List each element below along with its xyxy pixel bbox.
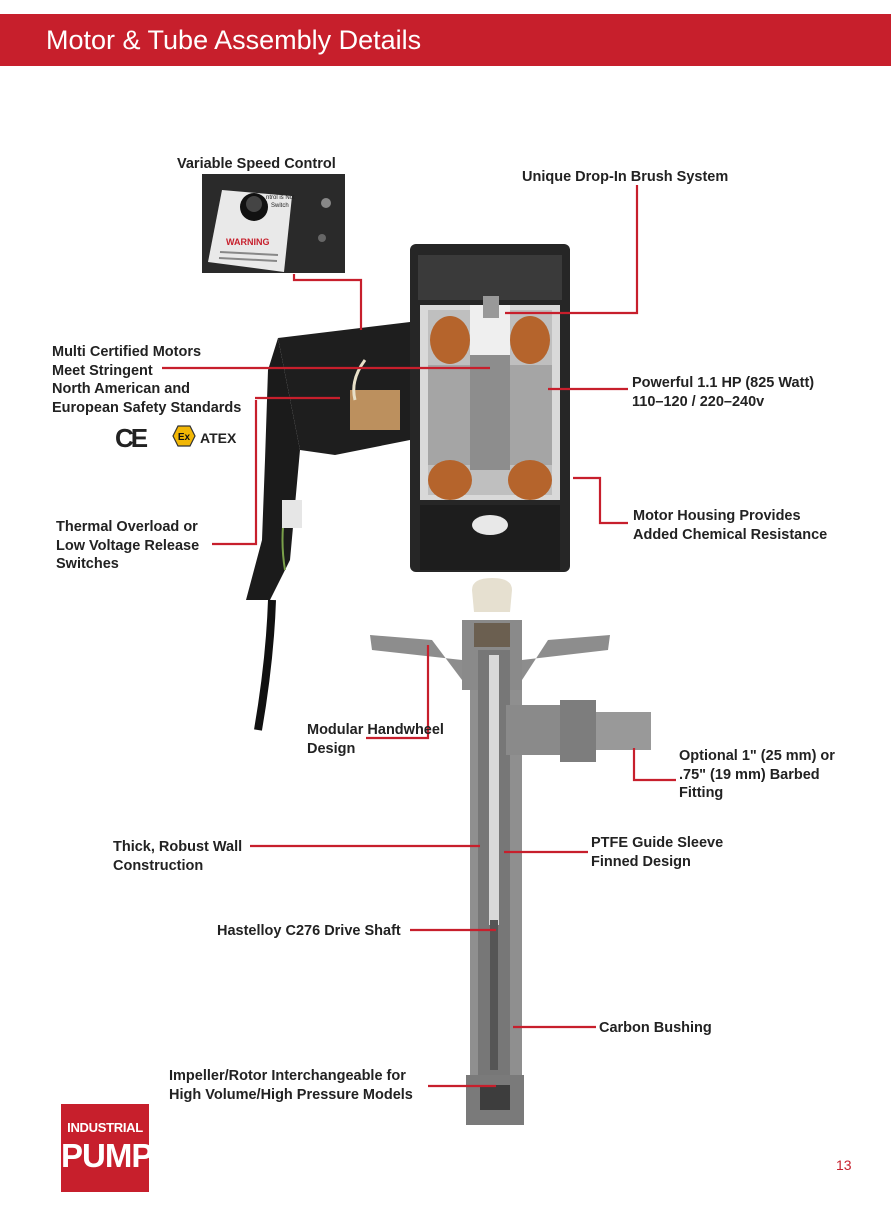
motor-housing — [278, 244, 570, 572]
label-line: Construction — [113, 857, 204, 874]
label-power: Powerful 1.1 HP (825 Watt) 110–120 / 220… — [632, 374, 814, 411]
label-line: Modular Handwheel — [307, 722, 444, 738]
label-barbed: Optional 1" (25 mm) or .75" (19 mm) Barb… — [679, 747, 835, 803]
panel-warning-text: WARNING — [226, 237, 270, 247]
label-line: Meet Stringent — [52, 362, 153, 379]
label-line: Design — [307, 740, 356, 757]
label-carbon: Carbon Bushing — [599, 1020, 712, 1036]
label-housing: Motor Housing Provides Added Chemical Re… — [633, 507, 827, 544]
leader-lines — [162, 185, 676, 1088]
label-line: Switches — [56, 556, 119, 572]
ex-mark-text: Ex — [178, 432, 191, 443]
label-line: Impeller/Rotor Interchangeable for — [169, 1068, 406, 1084]
logo-line1: INDUSTRIAL — [67, 1120, 143, 1135]
leader-speed-control — [292, 274, 363, 330]
tube-assembly — [370, 578, 651, 1125]
speed-control-panel-image: ntrol is Not Switch WARNING — [202, 174, 345, 273]
label-line: North American and — [52, 381, 191, 397]
label-ptfe: PTFE Guide Sleeve Finned Design — [591, 834, 723, 871]
label-line: Finned Design — [591, 853, 691, 870]
label-wall: Thick, Robust Wall Construction — [113, 838, 242, 875]
label-line: Motor Housing Provides — [633, 508, 801, 524]
label-line: High Volume/High Pressure Models — [169, 1086, 413, 1103]
label-line: .75" (19 mm) Barbed — [679, 766, 820, 783]
label-line: Thermal Overload or — [56, 519, 198, 535]
label-line: PTFE Guide Sleeve — [591, 835, 724, 851]
label-line: Multi Certified Motors — [52, 344, 202, 360]
page-title: Motor & Tube Assembly Details — [46, 25, 422, 55]
panel-text-1: ntrol is Not — [266, 195, 295, 201]
ce-mark: CE — [115, 423, 148, 453]
leader-housing — [573, 476, 628, 525]
label-line: Powerful 1.1 HP (825 Watt) — [632, 375, 815, 391]
leader-thermal — [212, 400, 258, 546]
label-drive-shaft: Hastelloy C276 Drive Shaft — [217, 923, 401, 939]
leader-handwheel — [366, 645, 430, 740]
page-header: Motor & Tube Assembly Details — [0, 14, 891, 66]
label-thermal: Thermal Overload or Low Voltage Release … — [56, 518, 199, 574]
ex-hexagon-icon: Ex — [172, 425, 196, 447]
label-impeller: Impeller/Rotor Interchangeable for High … — [169, 1067, 413, 1104]
label-line: Optional 1" (25 mm) or — [679, 748, 835, 764]
leader-brush-system — [505, 185, 639, 315]
atex-label: ATEX — [200, 430, 237, 446]
label-line: 110–120 / 220–240v — [632, 393, 765, 410]
motor-handle — [246, 338, 400, 731]
label-brush-system: Unique Drop-In Brush System — [522, 169, 729, 185]
label-certified-motors: Multi Certified Motors Meet Stringent No… — [52, 343, 241, 417]
leader-barbed — [632, 748, 676, 782]
label-line: Fitting — [679, 785, 724, 801]
logo-line2: PUMP — [61, 1137, 153, 1174]
label-line: European Safety Standards — [52, 399, 242, 416]
label-line: Low Voltage Release — [56, 537, 200, 554]
panel-text-2: Switch — [271, 203, 289, 209]
label-line: Added Chemical Resistance — [633, 526, 828, 543]
label-line: Thick, Robust Wall — [113, 839, 243, 855]
page-number: 13 — [836, 1157, 852, 1173]
label-handwheel: Modular Handwheel Design — [307, 721, 444, 758]
industrial-pump-logo: INDUSTRIAL PUMP — [61, 1104, 153, 1192]
label-variable-speed: Variable Speed Control — [177, 156, 336, 172]
